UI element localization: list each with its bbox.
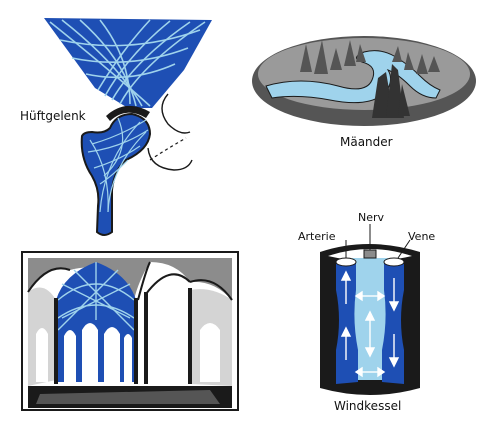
label-vein: Vene (408, 230, 435, 243)
label-windkessel: Windkessel (334, 399, 401, 413)
label-hip: Hüftgelenk (20, 109, 86, 123)
femur-trajectory-lines (87, 117, 149, 213)
pelvis-outline (161, 93, 191, 134)
vault-floor-light (36, 390, 220, 404)
meander-trees (300, 40, 440, 74)
windkessel-figure: Arterie Nerv Vene Windkessel (298, 211, 435, 413)
ligament-dashed (149, 137, 187, 161)
vault-ceiling (28, 258, 232, 300)
hip-joint-figure: Hüftgelenk (20, 18, 212, 236)
artery-tube (336, 259, 358, 384)
acetabulum-cap (106, 105, 150, 121)
flow-arrows (340, 270, 400, 378)
artery-opening (335, 257, 357, 267)
meander-figure: Mäander (252, 36, 476, 149)
pelvis-outline-lower (147, 147, 193, 171)
vault-ribs (57, 262, 135, 331)
nerve-cap (363, 249, 377, 259)
vein-opening (383, 257, 405, 267)
label-leader-lines (345, 224, 411, 259)
pelvis-trajectory-lines (49, 19, 206, 107)
femur-bone (80, 112, 152, 236)
vault-inner-arches (36, 323, 220, 382)
label-artery: Arterie (298, 230, 336, 243)
label-meander: Mäander (340, 135, 393, 149)
meander-foreground-trees (372, 64, 410, 118)
label-nerve: Nerv (358, 211, 385, 224)
gothic-vault-figure (21, 251, 239, 411)
vault-columns (54, 288, 192, 384)
vein-tube (382, 259, 404, 384)
vault-dark-ribs (27, 261, 233, 301)
